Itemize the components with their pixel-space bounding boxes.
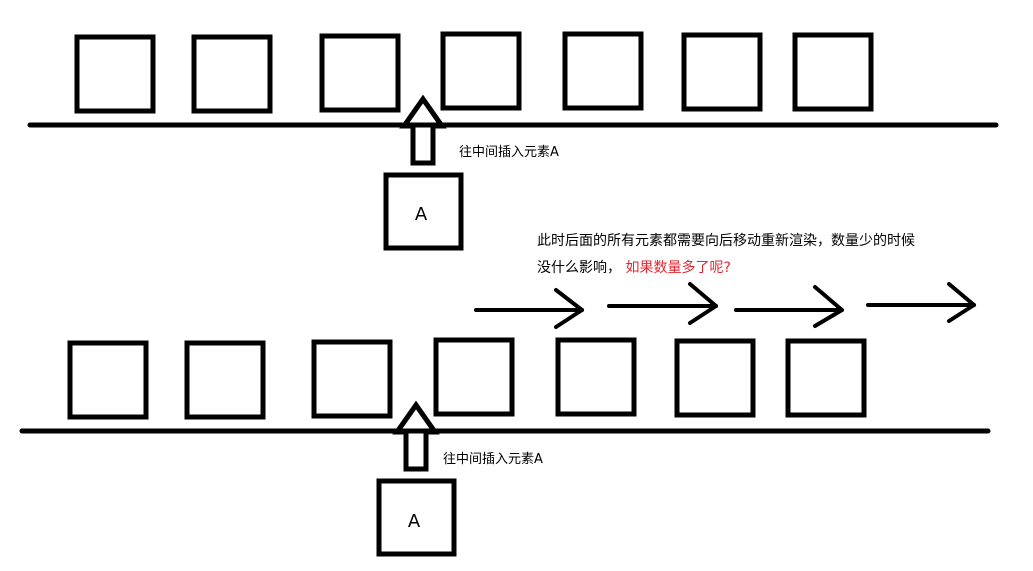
shift-right-arrow-icon [866,282,976,323]
top-element-box [440,31,522,111]
shift-right-arrow-icon [474,288,584,329]
bottom-element-box [184,340,266,420]
top-new-element-label: A [415,204,428,225]
bottom-element-box [674,338,756,418]
note-line-1: 此时后面的所有元素都需要向后移动重新渲染，数量少的时候 [537,233,915,249]
top-insert-arrow-icon [399,94,447,166]
bottom-insert-arrow-icon [392,400,440,472]
top-element-box [681,32,763,112]
top-insert-label: 往中间插入元素A [459,145,559,160]
shift-right-arrow-icon [734,285,844,328]
top-new-element-box [383,172,464,251]
bottom-new-element-box [376,478,457,557]
bottom-element-box [67,340,149,420]
bottom-element-box [785,338,867,418]
bottom-element-box [311,339,393,419]
top-element-box [319,33,401,113]
top-element-row [74,31,874,114]
bottom-element-box [555,337,637,417]
note-line-2: 没什么影响， 如果数量多了呢? [537,259,731,276]
note-line-2-black: 没什么影响， [537,260,621,276]
bottom-new-element-label: A [408,511,421,532]
shift-right-arrow-icon [607,282,718,325]
shift-arrows [474,282,976,329]
bottom-element-row [67,337,867,420]
top-element-box [191,34,273,114]
explanation-note: 此时后面的所有元素都需要向后移动重新渲染，数量少的时候 没什么影响， 如果数量多… [537,233,915,276]
top-scenario: 往中间插入元素A A [27,31,999,251]
top-element-box [562,31,644,111]
bottom-element-box [433,337,515,417]
bottom-insert-label: 往中间插入元素A [443,452,543,467]
bottom-scenario: 往中间插入元素A A [19,337,991,557]
note-line-2-red: 如果数量多了呢? [625,259,730,276]
top-element-box [74,34,156,114]
top-element-box [792,32,874,112]
